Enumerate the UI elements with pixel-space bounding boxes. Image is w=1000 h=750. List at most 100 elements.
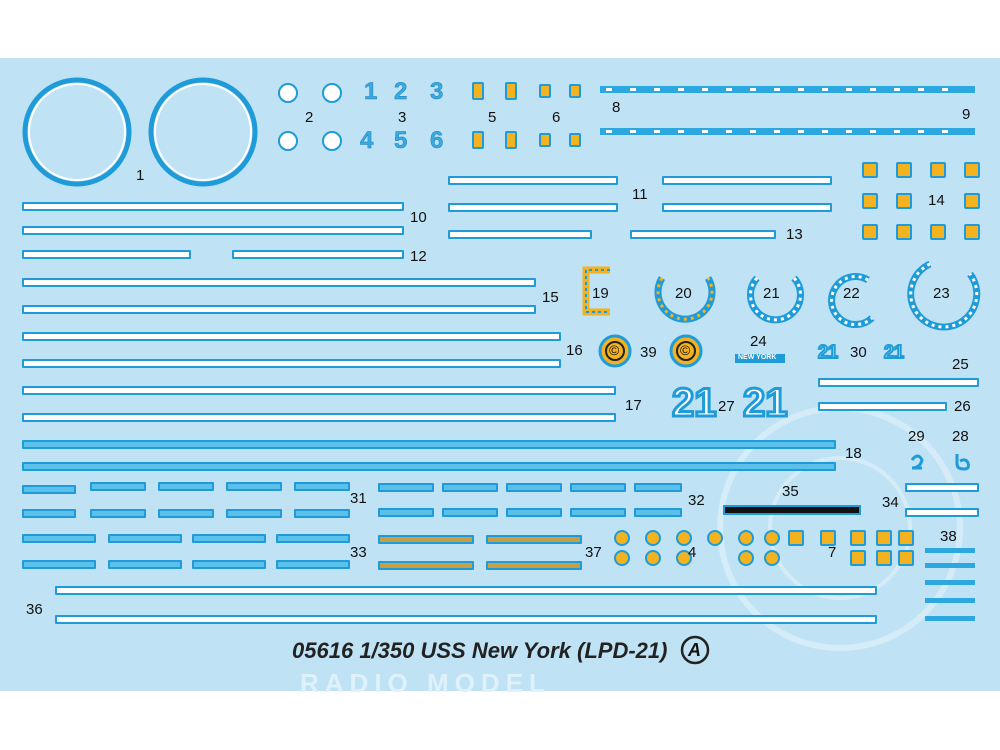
label-22: 22 <box>843 285 860 302</box>
decal-31-strip <box>226 509 282 518</box>
decal-32-strip <box>506 508 562 517</box>
decal-15-strip <box>22 305 536 314</box>
decal-15-strip <box>22 278 536 287</box>
decal-24-name-plate <box>735 354 785 363</box>
label-20: 20 <box>675 285 692 302</box>
label-29: 29 <box>908 428 925 445</box>
decal-31-strip <box>22 485 76 494</box>
label-1: 1 <box>136 167 145 184</box>
label-17: 17 <box>625 397 642 414</box>
label-19: 19 <box>592 285 609 302</box>
decal-7-square <box>898 530 914 546</box>
label-34: 34 <box>882 494 899 511</box>
decal-31-strip <box>226 482 282 491</box>
decal-30-small-number-left: 21 <box>817 342 839 362</box>
decal-32-strip <box>378 508 434 517</box>
decal-6-numeral-5: 5 <box>394 127 408 154</box>
decal-5-marker <box>505 82 517 100</box>
label-24: 24 <box>750 333 767 350</box>
decal-5-marker <box>472 131 484 149</box>
decal-14-square <box>930 162 946 178</box>
decal-39-roundel-right <box>669 334 703 368</box>
decal-31-strip <box>158 482 214 491</box>
decal-7-square <box>850 530 866 546</box>
decal-31-strip <box>90 509 146 518</box>
label-12: 12 <box>410 248 427 265</box>
decal-32-strip <box>634 483 682 492</box>
decal-12-strip-left <box>22 250 191 259</box>
decal-4-dot <box>676 530 692 546</box>
decal-39-roundel-left <box>598 334 632 368</box>
decal-36-strip <box>55 615 877 624</box>
decal-14-square <box>930 224 946 240</box>
label-18: 18 <box>845 445 862 462</box>
decal-13-strip <box>630 230 776 239</box>
label-38: 38 <box>940 528 957 545</box>
kit-scale: 1/350 <box>359 638 415 663</box>
decal-6-marker <box>569 84 581 98</box>
decal-4-dot <box>645 530 661 546</box>
decal-32-strip <box>570 483 626 492</box>
label-4: 4 <box>688 544 697 561</box>
decal-6-marker <box>539 84 551 98</box>
decal-4-dot <box>645 550 661 566</box>
decal-14-square <box>896 193 912 209</box>
label-16: 16 <box>566 342 583 359</box>
label-35: 35 <box>782 483 799 500</box>
label-13: 13 <box>786 226 803 243</box>
sheet-letter: A <box>688 640 701 660</box>
label-31: 31 <box>350 490 367 507</box>
label-39: 39 <box>640 344 657 361</box>
sheet-caption: 05616 1/350 USS New York (LPD-21) <box>292 638 667 664</box>
decal-9-bar <box>600 128 975 135</box>
label-27: 27 <box>718 398 735 415</box>
decal-32-strip <box>634 508 682 517</box>
decal-38-stack <box>925 548 975 621</box>
decal-7-square <box>820 530 836 546</box>
decal-17-strip <box>22 413 616 422</box>
decal-7-square <box>876 550 892 566</box>
decal-39-copyright-left: © <box>609 342 620 358</box>
label-5: 5 <box>488 109 497 126</box>
decal-12-strip-right <box>232 250 404 259</box>
decal-7-square <box>898 550 914 566</box>
label-9: 9 <box>962 106 971 123</box>
label-23: 23 <box>933 285 950 302</box>
decal-2-circle <box>322 83 342 103</box>
decal-11-strip <box>662 176 832 185</box>
label-3: 3 <box>398 109 407 126</box>
label-21: 21 <box>763 285 780 302</box>
decal-33-strip <box>22 560 96 569</box>
decal-18-strip <box>22 440 836 449</box>
decal-sheet: 1 2 3 4 5 6 21 21 21 21 NEW YORK © © 1 2… <box>0 58 1000 696</box>
decal-18-strip <box>22 462 836 471</box>
label-36: 36 <box>26 601 43 618</box>
decal-4-dot <box>764 550 780 566</box>
decal-29-shape <box>910 454 924 470</box>
decal-33-strip <box>276 534 350 543</box>
decal-5-marker <box>505 131 517 149</box>
decal-7-square <box>788 530 804 546</box>
label-32: 32 <box>688 492 705 509</box>
kit-designation: (LPD-21) <box>577 638 668 663</box>
decal-6-marker <box>569 133 581 147</box>
decal-11-strip <box>448 176 618 185</box>
label-8: 8 <box>612 99 621 116</box>
decal-14-square <box>862 193 878 209</box>
decal-11-strip <box>448 203 618 212</box>
decal-27-hull-number-right: 21 <box>742 381 789 425</box>
decal-26-strip <box>818 402 947 411</box>
decal-30-small-number-right: 21 <box>883 342 905 362</box>
decal-6-marker <box>539 133 551 147</box>
sheet-letter-circle <box>680 635 710 665</box>
label-14: 14 <box>928 192 945 209</box>
label-10: 10 <box>410 209 427 226</box>
decal-37-strip <box>378 535 474 544</box>
decal-8-bar <box>600 86 975 93</box>
decal-4-dot <box>707 530 723 546</box>
decal-10-strip-top <box>22 202 404 211</box>
decal-37-strip <box>486 561 582 570</box>
decal-4-dot <box>614 530 630 546</box>
decal-4-dot <box>738 530 754 546</box>
decal-3-numeral-3: 3 <box>430 78 444 105</box>
